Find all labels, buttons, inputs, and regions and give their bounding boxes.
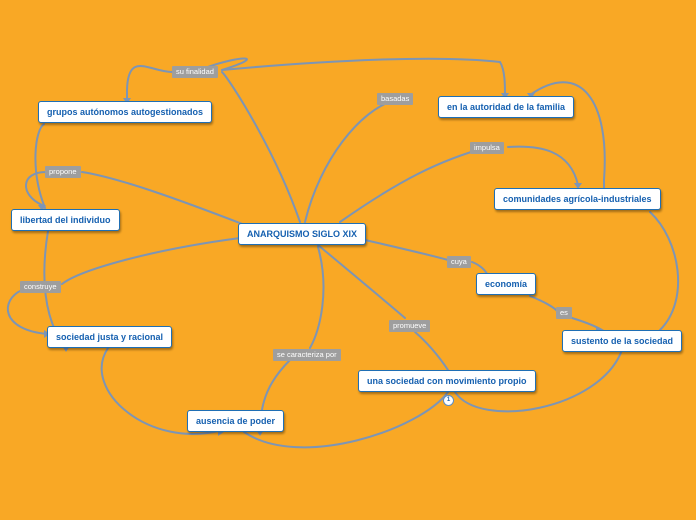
node-comunidades-agricola[interactable]: comunidades agrícola-industriales (494, 188, 661, 210)
node-sustento-sociedad[interactable]: sustento de la sociedad (562, 330, 683, 352)
edge-central-construye (61, 237, 241, 285)
edge-su-finalidad-grupos (126, 65, 173, 101)
node-economia[interactable]: economía (476, 273, 537, 295)
node-sociedad-movimiento[interactable]: una sociedad con movimiento propio (358, 370, 536, 392)
edge-cuya-economia (471, 261, 488, 275)
edge-central-cuya (364, 239, 449, 261)
edge-su-finalidad-familia (221, 57, 506, 96)
arrowhead-libertad (38, 205, 46, 211)
edge-central-impulsa (339, 146, 489, 223)
edge-su-finalidad-grupos-2 (204, 57, 248, 71)
edge-central-basadas (304, 99, 396, 223)
edge-movimiento-ausencia (243, 391, 449, 449)
edge-central-propone (81, 171, 246, 226)
link-label-impulsa: impulsa (470, 142, 504, 154)
node-autoridad-familia[interactable]: en la autoridad de la familia (438, 96, 575, 118)
edge-libertad-grupos (34, 123, 46, 209)
edge-central-su-finalidad (221, 71, 301, 223)
node-anarquismo-siglo-xix[interactable]: ANARQUISMO SIGLO XIX (238, 223, 367, 245)
node-sociedad-justa[interactable]: sociedad justa y racional (47, 326, 173, 348)
link-label-cuya: cuya (447, 256, 471, 268)
edge-impulsa-comunidades (507, 145, 579, 186)
link-label-su-finalidad: su finalidad (172, 66, 218, 78)
edge-promueve-movimiento (414, 331, 449, 371)
edge-propone-libertad (25, 171, 47, 206)
count-badge[interactable]: 1 (443, 395, 454, 406)
edge-familia-comunidades (529, 81, 606, 189)
link-label-basadas: basadas (377, 93, 414, 105)
link-label-promueve: promueve (389, 320, 431, 332)
edge-economia-es (529, 295, 559, 313)
arrowhead-comunidades (574, 183, 582, 189)
edge-movimiento-sustento (454, 349, 623, 413)
edge-comunidades-sustento (649, 211, 680, 331)
link-label-propone: propone (45, 166, 81, 178)
node-ausencia-poder[interactable]: ausencia de poder (187, 410, 285, 432)
link-label-es: es (556, 307, 572, 319)
edge-central-caracteriza (309, 246, 325, 349)
node-grupos-autonomos[interactable]: grupos autónomos autogestionados (38, 101, 213, 123)
node-libertad-individuo[interactable]: libertad del individuo (11, 209, 120, 231)
link-label-se-caracteriza-por: se caracteriza por (273, 349, 341, 361)
edge-sociedad-ausencia (100, 347, 223, 435)
edge-central-promueve (317, 244, 406, 319)
edge-construye-sociedad (6, 289, 49, 335)
link-label-construye: construye (20, 281, 61, 293)
